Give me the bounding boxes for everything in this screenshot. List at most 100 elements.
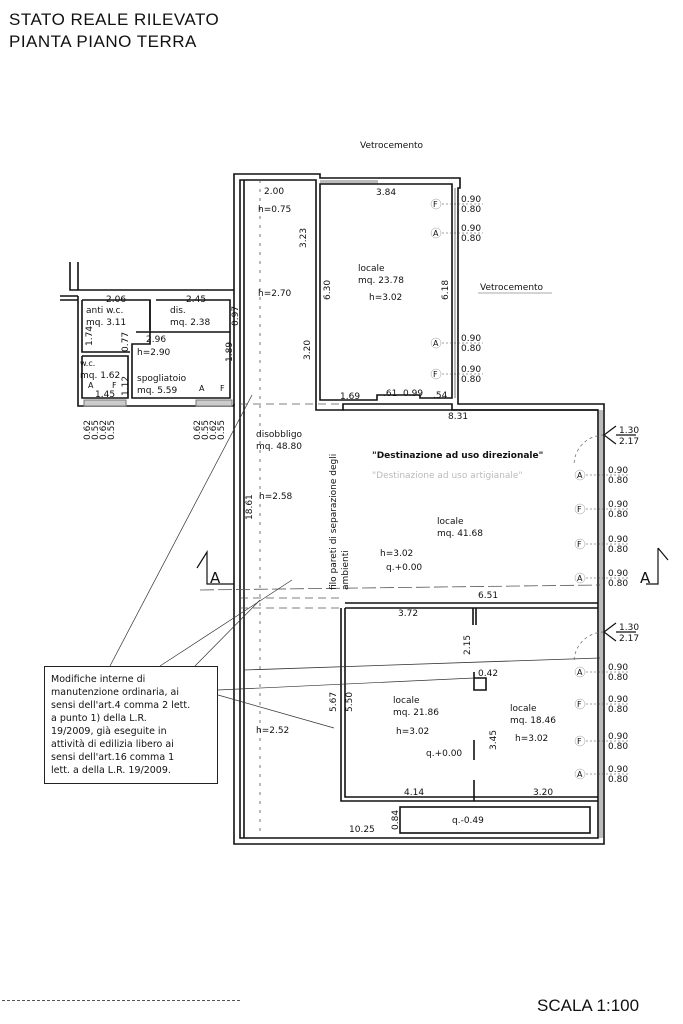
room-name: locale bbox=[358, 264, 385, 274]
dim-label: 6.51 bbox=[478, 591, 498, 601]
dim-label: 5.50 bbox=[345, 692, 355, 712]
footer-divider bbox=[2, 1000, 240, 1001]
sill-dim: 0.62 bbox=[209, 420, 219, 440]
sill-dim: 0.55 bbox=[217, 420, 227, 440]
window-type-a: A bbox=[577, 574, 583, 583]
dim-label: 18.61 bbox=[245, 494, 255, 520]
room-area: mq. 3.11 bbox=[86, 318, 126, 328]
note-line: Modifiche interne di bbox=[51, 674, 146, 685]
sill-dim: 0.55 bbox=[107, 420, 117, 440]
window-type-f: F bbox=[577, 737, 582, 746]
scale-label: SCALA 1:100 bbox=[537, 996, 640, 1015]
room-area: mq. 48.80 bbox=[256, 442, 302, 452]
use-designation-old: "Destinazione ad uso artigianale" bbox=[372, 471, 523, 481]
vetrocemento-top-label: Vetrocemento bbox=[360, 141, 424, 151]
dim-label: 3.84 bbox=[376, 188, 396, 198]
window-dim-lower: 0.80 bbox=[461, 344, 481, 354]
dim-label: 6.18 bbox=[441, 280, 451, 300]
window-type-f: F bbox=[220, 384, 225, 393]
renovation-note: Modifiche interne di manutenzione ordina… bbox=[44, 666, 218, 784]
bottom-rooms-walls bbox=[340, 608, 598, 802]
note-line: attività di edilizia libero ai bbox=[51, 739, 174, 750]
window-dim-lower: 0.80 bbox=[461, 205, 481, 215]
window-dim-lower: 0.80 bbox=[461, 234, 481, 244]
window-symbol-circle bbox=[574, 698, 586, 710]
dim-label: 8.31 bbox=[448, 412, 468, 422]
window-symbol-circle bbox=[574, 768, 586, 780]
door-marker bbox=[603, 425, 617, 445]
room-area: mq. 2.38 bbox=[170, 318, 211, 328]
dim-label: 10.25 bbox=[349, 825, 375, 835]
room-name: spogliatoio bbox=[137, 374, 187, 384]
room-area: mq. 1.62 bbox=[80, 371, 120, 381]
height-label: h=3.02 bbox=[369, 293, 402, 303]
room-name: locale bbox=[393, 696, 420, 706]
window-type-f: F bbox=[577, 700, 582, 709]
window-annotation: A 0.900.80 bbox=[574, 569, 630, 589]
dim-label: 1.45 bbox=[95, 390, 115, 400]
window-symbol-circle bbox=[574, 469, 586, 481]
use-designation: "Destinazione ad uso direzionale" bbox=[372, 451, 543, 461]
door-dim-upper: 1.30 bbox=[619, 426, 639, 436]
window-type-a: A bbox=[88, 381, 94, 390]
dim-label: 4.14 bbox=[404, 788, 424, 798]
partition-note: filo pareti di separazione degli bbox=[329, 454, 339, 590]
room-area: mq. 5.59 bbox=[137, 386, 178, 396]
level-label: q.+0.00 bbox=[386, 563, 422, 573]
window-symbol-circle bbox=[574, 503, 586, 515]
height-label: h=2.58 bbox=[259, 492, 293, 502]
room-area: mq. 18.46 bbox=[510, 716, 556, 726]
window-dim-upper: 0.90 bbox=[461, 195, 481, 205]
vetrocemento-right-label: Vetrocemento bbox=[480, 283, 544, 293]
window-dim-upper: 0.90 bbox=[461, 365, 481, 375]
dim-label: 5.67 bbox=[329, 692, 339, 712]
dim-label: 3.20 bbox=[303, 340, 313, 360]
dim-label: 1.74 bbox=[85, 326, 95, 346]
inner-wall bbox=[239, 179, 599, 839]
level-label: q.-0.49 bbox=[452, 816, 484, 826]
window-dim-upper: 0.90 bbox=[608, 535, 628, 545]
window-dim-upper: 0.90 bbox=[608, 500, 628, 510]
window-dim-upper: 0.90 bbox=[608, 569, 628, 579]
window-dim-lower: 0.80 bbox=[608, 705, 628, 715]
window-symbol-circle bbox=[574, 735, 586, 747]
window-type-f: F bbox=[577, 540, 582, 549]
window-symbol-circle bbox=[430, 227, 442, 239]
dim-label: 3.45 bbox=[489, 730, 499, 750]
room-name: locale bbox=[510, 704, 537, 714]
window-annotation: F 0.900.80 bbox=[574, 695, 630, 715]
note-line: sensi dell'art.16 comma 1 bbox=[51, 752, 175, 763]
window-symbol-circle bbox=[574, 666, 586, 678]
window-dim-lower: 0.80 bbox=[608, 775, 628, 785]
window-dim-upper: 0.90 bbox=[461, 224, 481, 234]
window-dim-upper: 0.90 bbox=[608, 695, 628, 705]
window-dim-lower: 0.80 bbox=[608, 510, 628, 520]
window-type-a: A bbox=[433, 339, 439, 348]
door-dim-lower: 2.17 bbox=[619, 437, 639, 447]
drawing-subtitle: PIANTA PIANO TERRA bbox=[9, 32, 197, 51]
door-swing bbox=[573, 434, 605, 466]
height-label: h=3.02 bbox=[396, 727, 429, 737]
dim-label: 2.15 bbox=[463, 635, 473, 655]
leader-line bbox=[109, 394, 253, 667]
window-dim-upper: 0.90 bbox=[608, 663, 628, 673]
locale-top-walls bbox=[319, 183, 453, 401]
window-type-a: A bbox=[433, 229, 439, 238]
room-area: mq. 21.86 bbox=[393, 708, 439, 718]
partition-note-2: ambienti bbox=[341, 550, 351, 590]
sill-dim: 0.62 bbox=[193, 420, 203, 440]
dim-label: 0.99 bbox=[403, 389, 423, 399]
window-dim-lower: 0.80 bbox=[608, 742, 628, 752]
sill-dim: 0.55 bbox=[91, 420, 101, 440]
room-area: mq. 23.78 bbox=[358, 276, 404, 286]
drawing-title: STATO REALE RILEVATO bbox=[9, 10, 220, 29]
window-dim-lower: 0.80 bbox=[608, 579, 628, 589]
height-label: h=0.75 bbox=[258, 205, 291, 215]
